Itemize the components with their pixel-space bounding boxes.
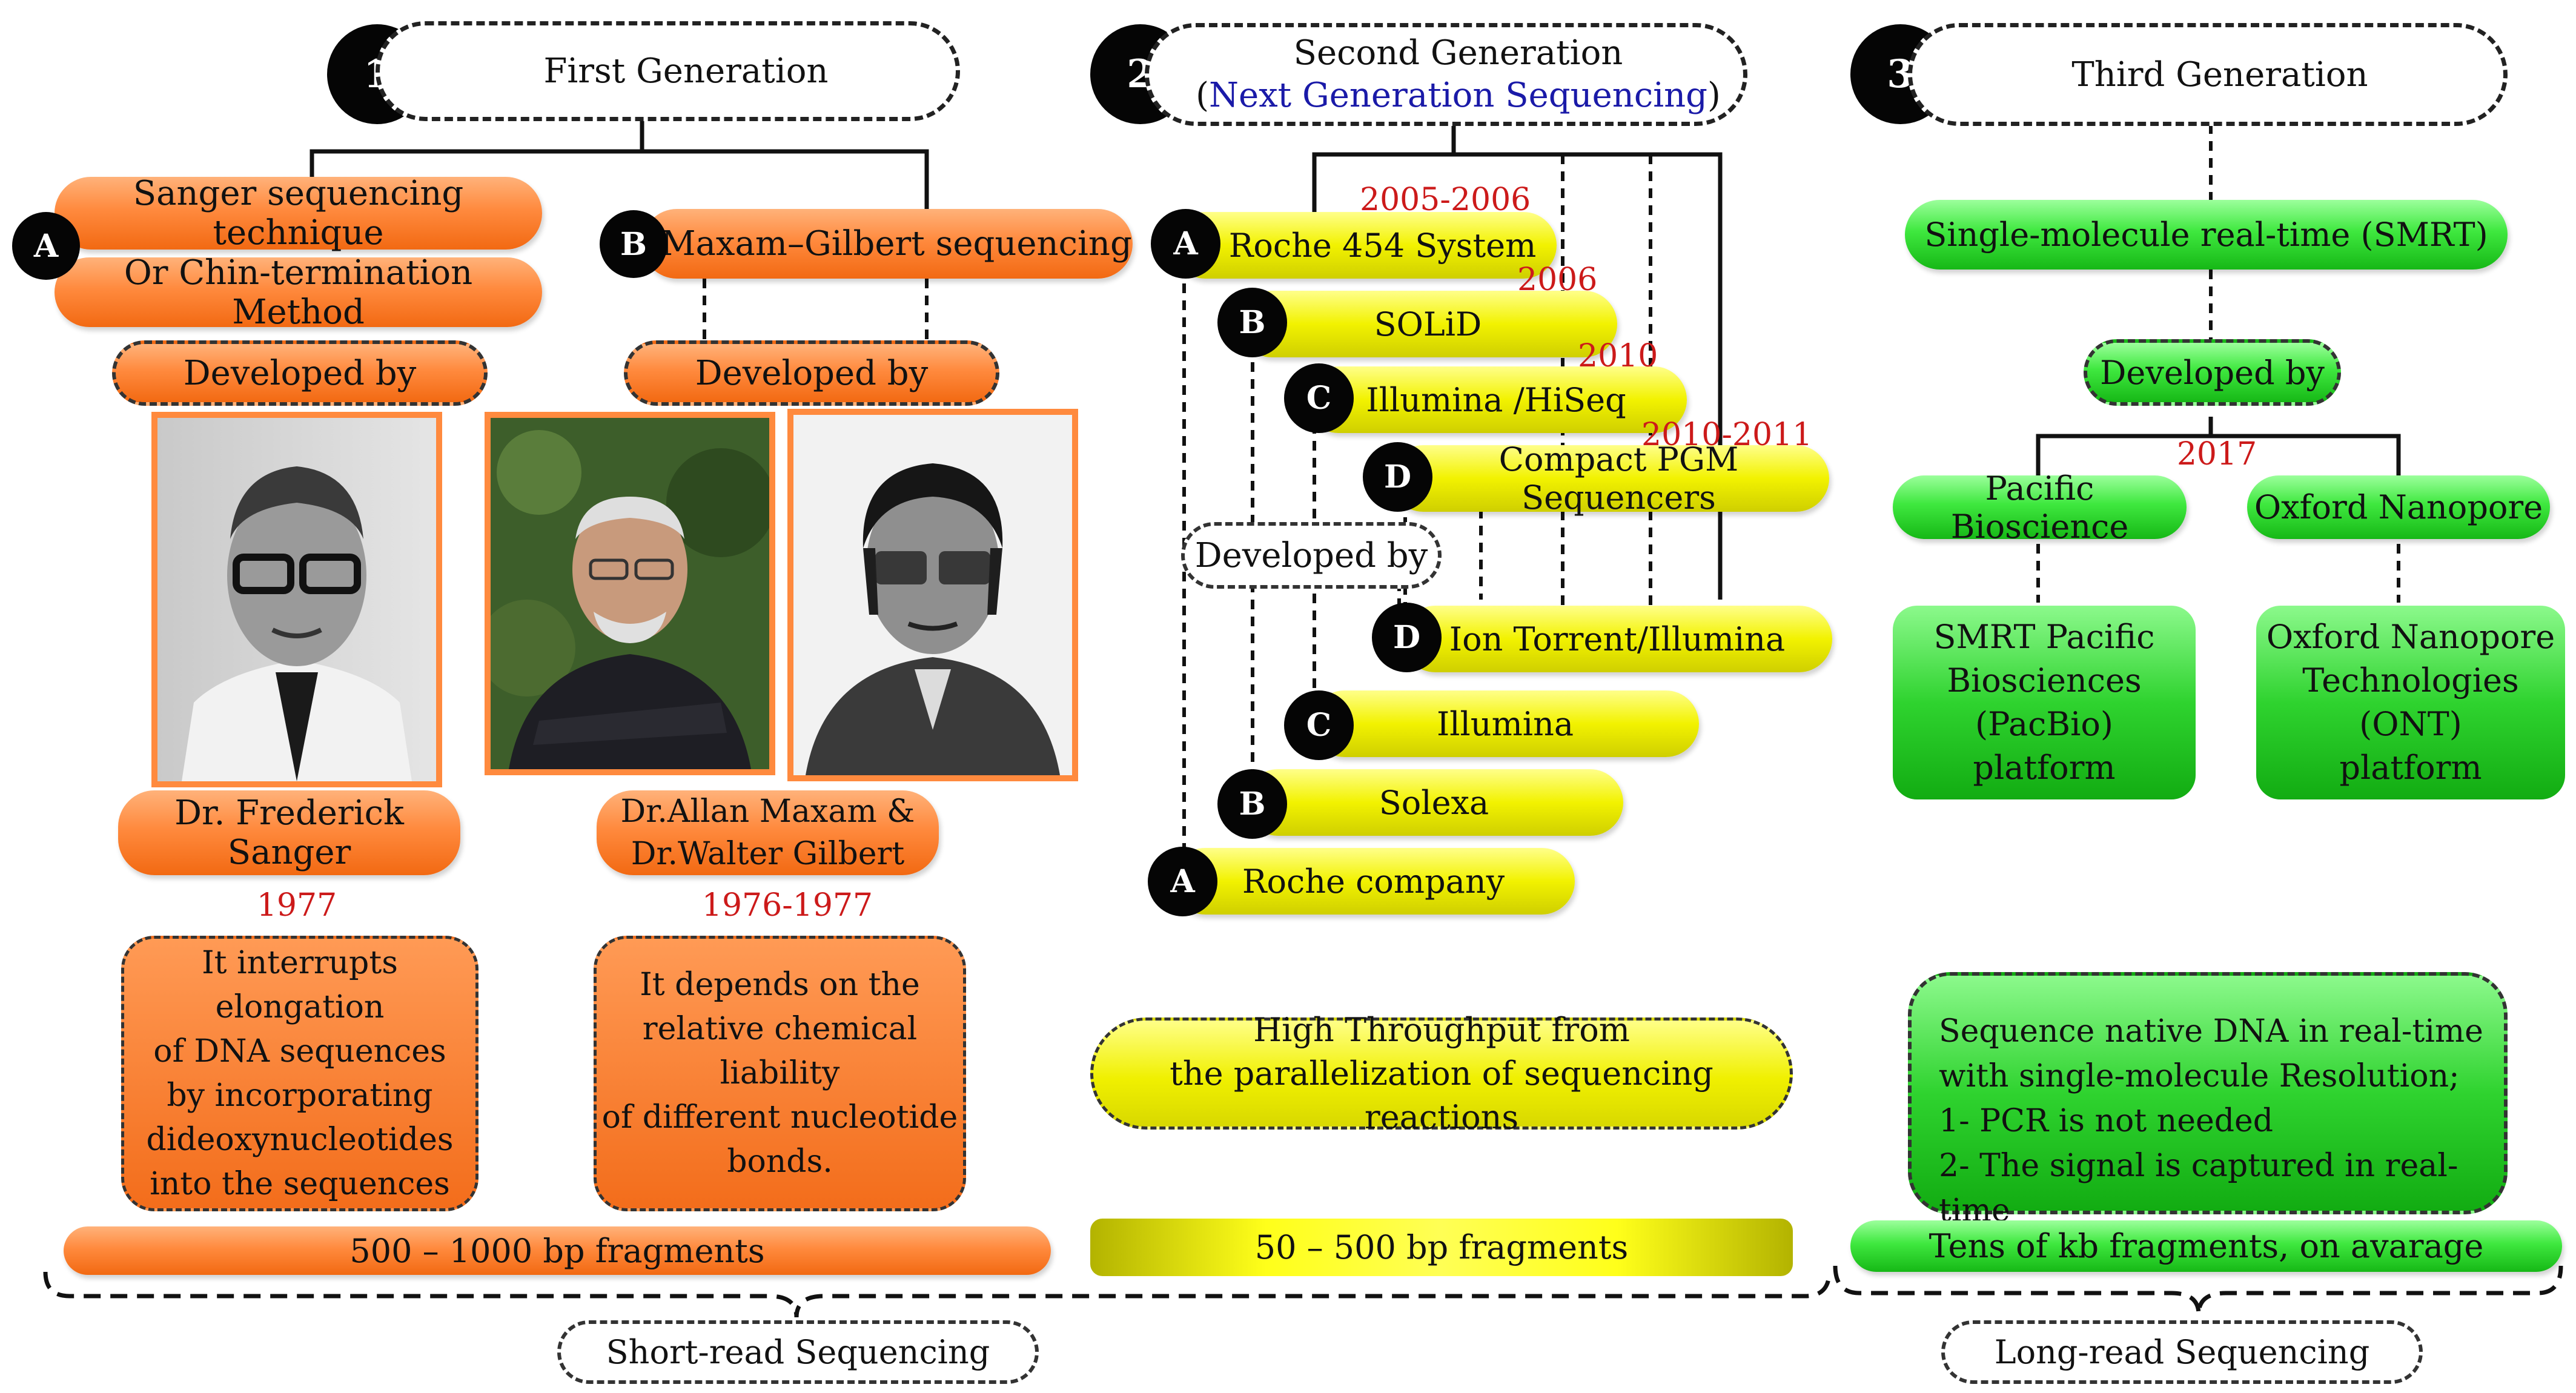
system-illumina-hiseq-year: 2010 <box>1578 338 1658 374</box>
person-b-line2: Dr.Walter Gilbert <box>631 836 905 872</box>
third-desc-line1: Sequence native DNA in real-time <box>1939 1013 2483 1050</box>
ngs-desc-line1: High Throughput from <box>1253 1010 1630 1049</box>
pacbio-line3: (PacBio) <box>1975 705 2113 743</box>
frederick-sanger-photo <box>151 412 442 787</box>
system-solid: SOLiD <box>1239 291 1617 357</box>
system-d-badge: D <box>1363 442 1432 512</box>
second-gen-description: High Throughput from the parallelization… <box>1090 1011 1793 1136</box>
system-roche-454-year: 2005-2006 <box>1360 182 1531 218</box>
sanger-desc-line5: into the sequences <box>150 1165 450 1202</box>
ont-line1: Oxford Nanopore <box>2266 618 2555 656</box>
ont-platform: Oxford Nanopore Technologies (ONT) platf… <box>2256 606 2565 799</box>
pacbio-line1: SMRT Pacific <box>1933 618 2155 656</box>
sanger-desc-line4: dideoxynucleotides <box>146 1121 454 1158</box>
oxford-nanopore-label: Oxford Nanopore <box>2247 475 2550 539</box>
first-generation-title: First Generation <box>376 21 960 121</box>
second-gen-title-text: Second Generation <box>1293 33 1623 73</box>
system-illumina-hiseq: Illumina /HiSeq <box>1305 366 1687 433</box>
company-illumina: Illumina <box>1311 690 1699 757</box>
ont-line3: (ONT) <box>2359 705 2462 743</box>
sanger-desc-line2: of DNA sequences <box>153 1033 446 1070</box>
system-compact-pgm-year: 2010-2011 <box>1641 417 1813 453</box>
method-b-badge: B <box>600 210 667 278</box>
sanger-desc-line1: It interrupts elongation <box>202 944 398 1025</box>
ngs-desc-line2: the parallelization of sequencing reacti… <box>1170 1054 1713 1136</box>
pacbio-line4: platform <box>1973 749 2116 787</box>
third-gen-developed-by: Developed by <box>2084 339 2341 406</box>
company-a-badge: A <box>1148 847 1217 916</box>
ngs-subtitle: (Next Generation Sequencing) <box>1196 76 1721 115</box>
pacific-bioscience-label: Pacific Bioscience <box>1893 469 2187 546</box>
company-d-badge: D <box>1372 603 1442 672</box>
system-c-badge: C <box>1284 363 1354 433</box>
sanger-technique-label: Sanger sequencing technique <box>55 174 542 253</box>
person-b-line1: Dr.Allan Maxam & <box>620 793 915 830</box>
system-compact-pgm: Compact PGM Sequencers <box>1390 440 1829 517</box>
company-roche: Roche company <box>1172 848 1575 915</box>
company-c-badge: C <box>1284 690 1354 760</box>
ont-line4: platform <box>2339 749 2482 787</box>
smrt-technique: Single-molecule real-time (SMRT) <box>1905 200 2508 270</box>
developed-by-sanger: Developed by <box>112 340 488 406</box>
third-desc-line2: with single-molecule Resolution; <box>1939 1058 2460 1094</box>
short-read-sequencing-label: Short-read Sequencing <box>557 1320 1039 1384</box>
sanger-desc-line3: by incorporating <box>167 1077 433 1114</box>
pacbio-line2: Biosciences <box>1947 661 2142 700</box>
third-gen-year: 2017 <box>2176 436 2257 472</box>
maxam-gilbert-description: It depends on the relative chemical liab… <box>594 936 966 1211</box>
maxam-desc-line2: relative chemical liability <box>642 1011 918 1091</box>
system-solid-year: 2006 <box>1517 262 1598 298</box>
walter-gilbert-photo <box>787 409 1078 781</box>
chain-termination-label: Or Chin-termination Method <box>55 253 542 332</box>
allan-maxam-photo <box>485 412 775 775</box>
maxam-desc-line4: bonds. <box>727 1143 833 1180</box>
system-roche-454: Roche 454 System <box>1172 212 1557 279</box>
second-gen-fragments: 50 – 500 bp fragments <box>1090 1219 1793 1276</box>
third-gen-fragments: Tens of kb fragments, on avarage <box>1850 1220 2562 1272</box>
maxam-gilbert-year: 1976-1977 <box>701 887 873 924</box>
second-generation-title: Second Generation (Next Generation Seque… <box>1145 23 1747 126</box>
ont-line2: Technologies <box>2302 661 2519 700</box>
first-gen-fragments: 500 – 1000 bp fragments <box>64 1226 1051 1275</box>
maxam-desc-line3: of different nucleotide <box>601 1099 958 1136</box>
second-gen-developed-by: Developed by <box>1181 522 1442 589</box>
third-gen-description: Sequence native DNA in real-time with si… <box>1908 972 2508 1229</box>
system-b-badge: B <box>1217 288 1287 357</box>
pacbio-platform: SMRT Pacific Biosciences (PacBio) platfo… <box>1893 606 2196 799</box>
sanger-description: It interrupts elongation of DNA sequence… <box>121 936 478 1211</box>
developed-by-maxam-gilbert: Developed by <box>624 340 999 406</box>
maxam-gilbert-label: Maxam–Gilbert sequencing <box>642 209 1133 279</box>
maxam-gilbert-names: Dr.Allan Maxam & Dr.Walter Gilbert <box>597 790 939 875</box>
system-a-badge: A <box>1151 209 1220 279</box>
sanger-year: 1977 <box>256 887 337 924</box>
long-read-sequencing-label: Long-read Sequencing <box>1941 1320 2423 1384</box>
third-generation-title: Third Generation <box>1908 23 2508 126</box>
maxam-desc-line1: It depends on the <box>640 967 920 1003</box>
company-ion-torrent: Ion Torrent/Illumina <box>1402 606 1832 672</box>
ngs-subtitle-text: Next Generation Sequencing <box>1208 76 1708 115</box>
third-desc-line4: 2- The signal is captured in real-time <box>1939 1148 2458 1229</box>
company-solexa: Solexa <box>1245 769 1623 836</box>
company-b-badge: B <box>1217 769 1287 839</box>
frederick-sanger-name: Dr. Frederick Sanger <box>118 790 460 875</box>
method-a-badge: A <box>12 212 80 280</box>
third-desc-line3: 1- PCR is not needed <box>1939 1103 2274 1139</box>
